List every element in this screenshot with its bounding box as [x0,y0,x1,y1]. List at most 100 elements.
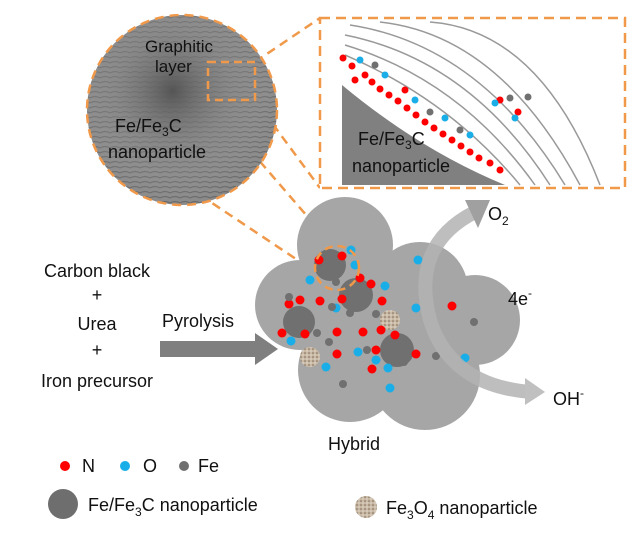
fe-atom [456,126,464,134]
n-atom [390,330,400,340]
graphitic-layer-label: Graphitic [145,37,214,56]
fe3c-particle-icon [48,489,78,519]
fe3o4-particle-icon [355,496,377,518]
zoom-particle-label-line2: nanoparticle [352,156,450,176]
n-atom [430,124,438,132]
n-dot-icon [60,461,70,471]
tem-particle-label-line2: nanoparticle [108,142,206,162]
n-atom [377,296,387,306]
n-atom [486,159,494,167]
precursor-plus: + [92,285,103,305]
o-atom [371,355,381,365]
n-atom [421,118,429,126]
n-atom [401,86,409,94]
pyrolysis-arrow [160,333,278,365]
o-atom [491,99,499,107]
fe-atom [339,380,347,388]
n-atom [367,364,377,374]
n-atom [411,349,421,359]
legend: N O Fe Fe/Fe3C nanoparticle Fe3O4 nanopa… [48,456,537,522]
n-atom [447,301,457,311]
precursor-list: Carbon black + Urea + Iron precursor [41,261,153,391]
reactant-o2: O2 [488,204,509,228]
precursor-iron: Iron precursor [41,371,153,391]
fe-atom [325,338,333,346]
o-atom [353,347,363,357]
n-atom [295,295,305,305]
n-atom [339,54,347,62]
n-atom [371,345,381,355]
fe-atom [332,278,340,286]
precursor-urea: Urea [77,314,117,334]
product-oh: OH- [553,386,584,409]
fe-atom [506,94,514,102]
electrons-4e: 4e- [508,286,532,309]
cluster-zoom-region [313,244,361,292]
n-atom [448,136,456,144]
nanoparticle-wedge [342,85,505,185]
fe3c-nanoparticle [339,278,373,312]
precursor-carbon-black: Carbon black [44,261,151,281]
legend-fe3o4: Fe3O4 nanoparticle [386,498,537,522]
fe3o4-nanoparticle [380,310,400,330]
fe-atom [371,61,379,69]
fe3c-nanoparticle [283,306,315,338]
n-atom [368,78,376,86]
o-atom [413,255,423,265]
n-atom [376,85,384,93]
fe3o4-nanoparticle [300,347,320,367]
pyrolysis-label: Pyrolysis [162,311,234,331]
n-atom [332,349,342,359]
n-atom [412,111,420,119]
o-dot-icon [120,461,130,471]
n-atom [457,142,465,150]
n-atom [315,296,325,306]
o-atom [466,131,474,139]
fe-atom [400,358,408,366]
n-atom [376,325,386,335]
n-atom [394,97,402,105]
o-atom [286,336,296,346]
n-atom [332,327,342,337]
tem-particle-label: Fe/Fe3C [115,116,182,139]
n-atom [385,91,393,99]
fe-atom [432,352,440,360]
fe-atom [470,318,478,326]
n-atom [337,251,347,261]
fe-atom [346,309,354,317]
fe-atom [426,108,434,116]
n-atom [366,279,376,289]
n-atom [348,62,356,70]
o-atom [411,303,421,313]
legend-fe: Fe [198,456,219,476]
o-atom [411,96,419,104]
n-atom [514,108,522,116]
o-atom [441,114,449,122]
n-atom [277,328,287,338]
n-atom [351,76,359,84]
o-atom [385,383,395,393]
n-atom [403,104,411,112]
fe-atom [313,329,321,337]
n-atom [439,130,447,138]
fe-atom [524,93,532,101]
o-atom [380,281,390,291]
tem-zoom-region [206,60,257,102]
n-atom [496,166,504,174]
n-atom [361,71,369,79]
o-atom [383,363,393,373]
n-atom [300,329,310,339]
o-atom [381,71,389,79]
n-atom [466,148,474,156]
o-atom [511,114,519,122]
o-atom [321,362,331,372]
graphitic-layers [344,21,601,186]
n-atom [284,299,294,309]
o-atom [305,275,315,285]
fe-dot-icon [179,461,189,471]
fe-atom [372,310,380,318]
o-atom [356,56,364,64]
precursor-plus: + [92,340,103,360]
zoom-particle-label: Fe/Fe3C [358,129,425,152]
